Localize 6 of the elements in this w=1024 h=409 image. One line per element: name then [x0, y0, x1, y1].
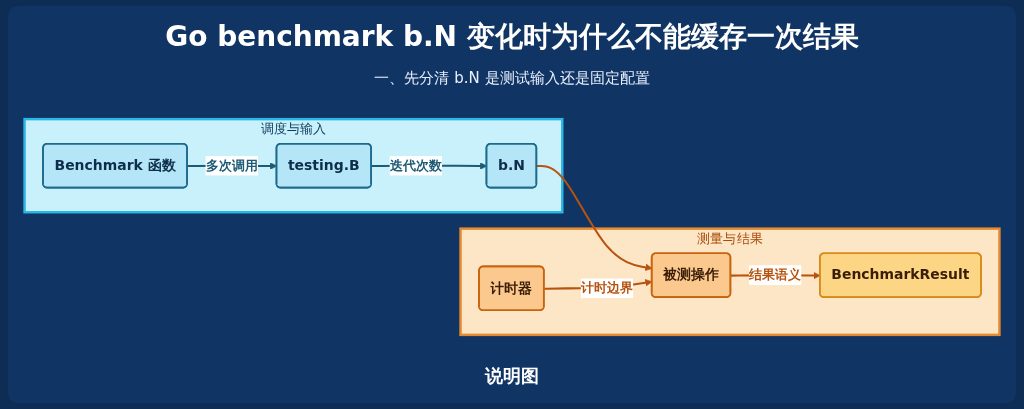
subtitle: 一、先分清 b.N 是测试输入还是固定配置: [374, 69, 650, 87]
edge-label: 迭代次数: [389, 157, 443, 174]
title: Go benchmark b.N 变化时为什么不能缓存一次结果: [164, 19, 860, 55]
edge-label: 结果语义: [748, 266, 802, 283]
caption: 说明图: [485, 365, 539, 386]
edge-label: 计时边界: [580, 280, 634, 296]
